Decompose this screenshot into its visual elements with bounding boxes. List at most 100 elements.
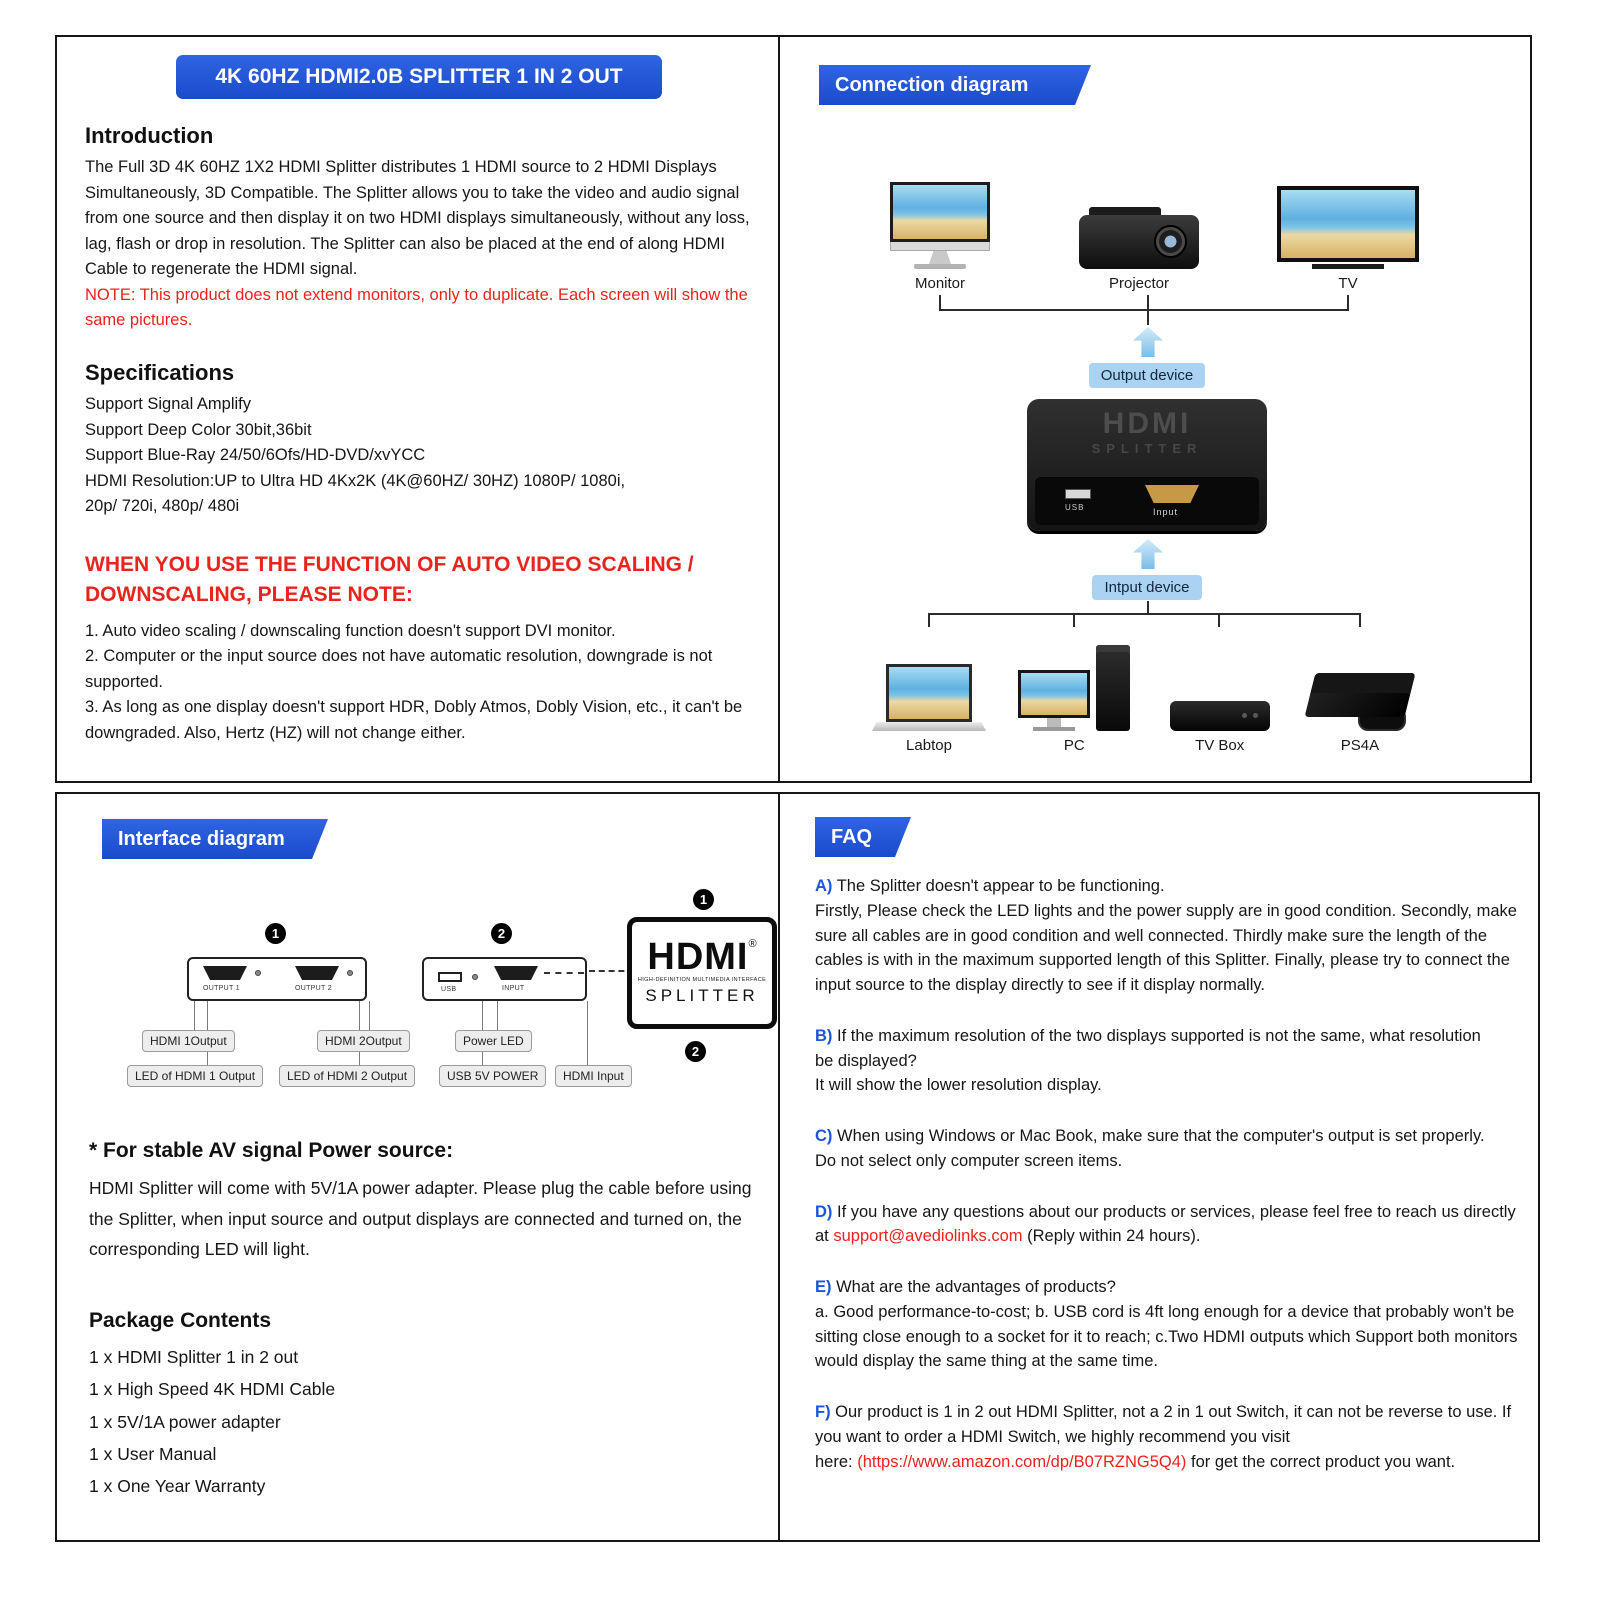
laptop-image bbox=[872, 631, 986, 731]
faq-item-b: B) If the maximum resolution of the two … bbox=[815, 1024, 1523, 1098]
connector-line bbox=[1073, 615, 1075, 627]
projector-lens bbox=[1154, 225, 1187, 258]
spec-item: Support Deep Color 30bit,36bit bbox=[85, 420, 312, 439]
power-led-icon bbox=[472, 974, 478, 980]
ps4-console bbox=[1304, 673, 1416, 717]
output-devices-row: Monitor Projector TV bbox=[875, 169, 1423, 292]
package-item: 1 x HDMI Splitter 1 in 2 out bbox=[89, 1346, 299, 1367]
projector-image bbox=[1079, 169, 1199, 269]
power-package-section: * For stable AV signal Power source: HDM… bbox=[89, 1139, 761, 1503]
interface-label-pill: HDMI 2Output bbox=[317, 1030, 410, 1052]
spec-item: Support Signal Amplify bbox=[85, 394, 252, 413]
connector-line bbox=[939, 295, 941, 311]
device-label-tvbox: TV Box bbox=[1195, 737, 1245, 754]
output-ports-panel: OUTPUT 1 OUTPUT 2 bbox=[187, 957, 367, 1001]
up-arrow-icon bbox=[1133, 539, 1163, 569]
interface-label-pill: LED of HDMI 2 Output bbox=[279, 1065, 416, 1087]
introduction-body: The Full 3D 4K 60HZ 1X2 HDMI Splitter di… bbox=[85, 158, 750, 279]
faq-text-e: What are the advantages of products? a. … bbox=[815, 1278, 1518, 1371]
hdmi-logo-tagline: HIGH-DEFINITION MULTIMEDIA INTERFACE bbox=[637, 977, 767, 984]
device-label-laptop: Labtop bbox=[906, 737, 952, 754]
connector-line bbox=[1347, 295, 1349, 311]
panel-divider bbox=[778, 35, 780, 783]
faq-item-a: A) The Splitter doesn't appear to be fun… bbox=[815, 874, 1523, 998]
usb-port-icon bbox=[1065, 489, 1091, 499]
tv-image bbox=[1277, 169, 1419, 269]
top-panel: 4K 60HZ HDMI2.0B SPLITTER 1 IN 2 OUT Int… bbox=[55, 35, 1532, 783]
input-device-pill: Intput device bbox=[1092, 575, 1202, 600]
input-port-label: INPUT bbox=[502, 985, 525, 992]
hdmi-input-port-label: Input bbox=[1153, 507, 1179, 517]
faq-label-d: D) bbox=[815, 1202, 833, 1221]
led1-icon bbox=[255, 970, 261, 976]
product-title-banner: 4K 60HZ HDMI2.0B SPLITTER 1 IN 2 OUT bbox=[176, 55, 662, 99]
laptop-base bbox=[872, 722, 986, 731]
support-email-link[interactable]: support@avediolinks.com bbox=[833, 1227, 1023, 1246]
laptop-screen bbox=[886, 664, 972, 722]
faq-label-f: F) bbox=[815, 1403, 831, 1421]
connector-line bbox=[1147, 601, 1149, 613]
faq-text-d: If you have any questions about our prod… bbox=[815, 1202, 1516, 1246]
faq-text-a: The Splitter doesn't appear to be functi… bbox=[815, 877, 1517, 994]
marker-2-badge: 2 bbox=[491, 923, 512, 944]
product-info-section: 4K 60HZ HDMI2.0B SPLITTER 1 IN 2 OUT Int… bbox=[85, 37, 753, 746]
package-item: 1 x One Year Warranty bbox=[89, 1476, 266, 1497]
interface-diagram-banner: Interface diagram bbox=[102, 819, 328, 859]
introduction-heading: Introduction bbox=[85, 123, 214, 148]
up-arrow-icon bbox=[1133, 327, 1163, 357]
power-source-body: HDMI Splitter will come with 5V/1A power… bbox=[89, 1178, 752, 1260]
package-contents-heading: Package Contents bbox=[89, 1308, 272, 1332]
scaling-note-item: 3. As long as one display doesn't suppor… bbox=[85, 698, 743, 742]
spec-item: HDMI Resolution:UP to Ultra HD 4Kx2K (4K… bbox=[85, 471, 626, 516]
faq-label-a: A) bbox=[815, 877, 833, 895]
input-device-pill-wrap: Intput device bbox=[1027, 575, 1267, 600]
hdmi-input-port-icon bbox=[1145, 485, 1199, 503]
connector-line bbox=[1147, 295, 1149, 311]
device-label-ps4: PS4A bbox=[1340, 737, 1380, 754]
interface-label-pill: USB 5V POWER bbox=[439, 1065, 547, 1087]
pc-image bbox=[1018, 631, 1131, 731]
hdmi-output1-port-icon bbox=[203, 966, 247, 980]
power-source-heading: * For stable AV signal Power source: bbox=[89, 1139, 454, 1162]
connector-line bbox=[1218, 615, 1220, 627]
faq-item-e: E) What are the advantages of products? … bbox=[815, 1275, 1523, 1374]
monitor-image bbox=[890, 169, 990, 269]
interface-label-pill: HDMI 1Output bbox=[142, 1030, 235, 1052]
connector-line bbox=[369, 1001, 370, 1030]
projector-top bbox=[1089, 207, 1161, 215]
connection-diagram-banner: Connection diagram bbox=[819, 65, 1091, 105]
tvbox-image bbox=[1169, 631, 1270, 731]
interface-label-pill: LED of HDMI 1 Output bbox=[127, 1065, 264, 1087]
device-label-projector: Projector bbox=[1108, 275, 1170, 292]
projector-body bbox=[1079, 215, 1199, 269]
hdmi-splitter-logo: HDMI ® HIGH-DEFINITION MULTIMEDIA INTERF… bbox=[627, 917, 777, 1029]
package-item: 1 x User Manual bbox=[89, 1444, 217, 1464]
splitter-brand-text: HDMI bbox=[1102, 407, 1192, 440]
pc-monitor bbox=[1018, 670, 1091, 731]
hdmi-input-port-icon bbox=[494, 966, 538, 980]
hdmi-splitter-image: HDMI SPLITTER USB Input bbox=[1027, 399, 1267, 531]
dashed-line bbox=[589, 970, 644, 972]
connector-line bbox=[1147, 311, 1149, 325]
device-label-tv: TV bbox=[1338, 275, 1358, 292]
led2-icon bbox=[347, 970, 353, 976]
amazon-link[interactable]: (https://www.amazon.com/dp/B07RZNG5Q4) bbox=[857, 1452, 1187, 1471]
connector-line bbox=[194, 1001, 195, 1030]
laptop-device: Labtop bbox=[869, 631, 989, 754]
faq-label-b: B) bbox=[815, 1026, 833, 1045]
tvbox-device: TV Box bbox=[1160, 631, 1280, 754]
faq-item-d: D) If you have any questions about our p… bbox=[815, 1200, 1523, 1250]
output1-port-label: OUTPUT 1 bbox=[203, 985, 240, 992]
monitor-stand bbox=[929, 251, 951, 264]
connector-line bbox=[928, 613, 1361, 615]
faq-text-f: Our product is 1 in 2 out HDMI Splitter,… bbox=[815, 1403, 1512, 1471]
interface-label-pill: HDMI Input bbox=[555, 1065, 632, 1087]
specifications-heading: Specifications bbox=[85, 359, 235, 385]
faq-item-c: C) When using Windows or Mac Book, make … bbox=[815, 1124, 1523, 1174]
usb-port-label: USB bbox=[1065, 503, 1085, 512]
pc-tower bbox=[1096, 645, 1131, 731]
connector-line bbox=[1359, 615, 1361, 627]
usb-port-label: USB bbox=[441, 986, 457, 993]
output2-port-label: OUTPUT 2 bbox=[295, 985, 332, 992]
